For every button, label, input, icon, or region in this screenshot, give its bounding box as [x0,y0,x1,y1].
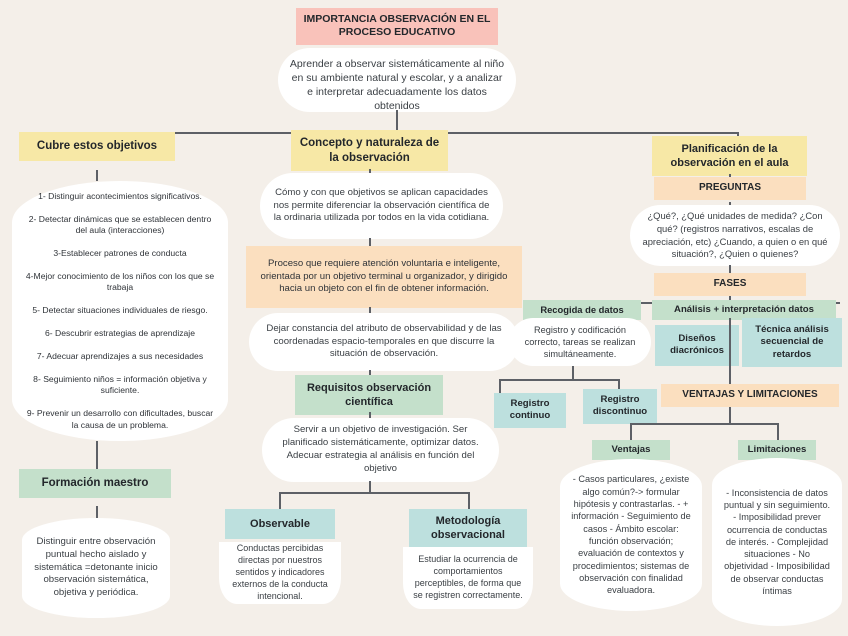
disenos-diacronicos-box: Diseños diacrónicos [655,325,739,366]
list-item: 6- Descubrir estrategias de aprendizaje [45,328,195,339]
ventajas-header: Ventajas [592,440,670,461]
tecnica-analisis-box: Técnica análisis secuencial de retardos [742,318,842,367]
objectives-list: 1- Distinguir acontecimientos significat… [12,181,228,441]
center-branch-header: Concepto y naturaleza de la observación [291,130,448,172]
tecnica-analisis-text: Técnica análisis secuencial de retardos [755,324,829,360]
registro-continuo-box: Registro continuo [494,393,566,428]
formacion-maestro-header-text: Formación maestro [41,477,149,489]
connector-recogida-fork-stem [572,366,574,380]
connector-root-stem [396,110,398,134]
metodologia-body: Estudiar la ocurrencia de comportamiento… [403,547,533,609]
fases-header-text: FASES [713,278,747,289]
connector-formacion-stem [96,506,98,518]
recogida-header: Recogida de datos [523,300,641,321]
connector-center-3 [369,307,371,316]
metodologia-header-text: Metodología observacional [431,515,505,542]
center-branch-header-text: Concepto y naturaleza de la observación [299,137,440,164]
connector-right-3 [729,265,731,274]
requisitos-body-text: Servir a un objetivo de investigación. S… [282,424,479,474]
connector-recogida-fork-bar [499,379,619,381]
connector-right-1 [729,174,731,179]
fases-header: FASES [654,273,806,296]
list-item: 7- Adecuar aprendizajes a sus necesidade… [36,351,204,361]
connector-requisitos-fork-stem [369,481,371,493]
center-blob-2-text: Dejar constancia del atributo de observa… [266,322,502,360]
preguntas-body-text: ¿Qué?, ¿Qué unidades de medida? ¿Con qué… [642,210,828,260]
ventajas-body: - Casos particulares, ¿existe algo común… [560,459,702,611]
observable-body-text: Conductas percibidas directas por nuestr… [232,543,328,601]
list-item: 4-Mejor conocimiento de los niños con lo… [25,271,215,293]
list-item: 8- Seguimiento niños = información objet… [33,373,207,396]
analisis-header: Análisis + interpretación datos [652,300,836,321]
connector-fork-metodologia [468,492,470,509]
connector-requisitos-fork-bar [279,492,469,494]
connector-center-4 [369,370,371,379]
formacion-maestro-header: Formación maestro [19,469,171,498]
center-blob-1: Cómo y con que objetivos se aplican capa… [260,173,503,239]
left-branch-header-text: Cubre estos objetivos [36,140,158,152]
disenos-diacronicos-text: Diseños diacrónicos [670,333,724,357]
connector-fork-observable [279,492,281,509]
requisitos-header: Requisitos observación científica [295,375,443,416]
connector-objectives-to-formacion [96,441,98,469]
limitaciones-body: - Inconsistencia de datos puntual y sin … [712,458,842,626]
connector-vl-stem [729,407,731,424]
formacion-maestro-body: Distinguir entre observación puntual hec… [22,518,170,618]
center-blob-1-text: Cómo y con que objetivos se aplican capa… [273,186,490,224]
connector-analisis-down [729,318,731,384]
limitaciones-header: Limitaciones [738,440,816,461]
connector-center-2 [369,238,371,248]
limitaciones-header-text: Limitaciones [747,444,807,455]
ventajas-body-text: - Casos particulares, ¿existe algo común… [571,474,691,596]
registro-discontinuo-text: Registro discontinuo [592,394,648,418]
ventajas-limitaciones-header: VENTAJAS Y LIMITACIONES [661,384,839,407]
connector-registro-continuo [499,379,501,393]
observable-body: Conductas percibidas directas por nuestr… [219,542,341,604]
observable-header: Observable [225,509,335,540]
root-body-text: Aprender a observar sistemáticamente al … [289,58,505,113]
recogida-body-text: Registro y codificación correcto, tareas… [524,324,636,360]
formacion-maestro-body-text: Distinguir entre observación puntual hec… [34,535,158,599]
connector-vl-ventajas [630,423,632,440]
limitaciones-body-text: - Inconsistencia de datos puntual y sin … [723,487,831,597]
metodologia-body-text: Estudiar la ocurrencia de comportamiento… [413,554,523,600]
ventajas-header-text: Ventajas [611,444,651,455]
right-branch-header: Planificación de la observación en el au… [652,136,807,177]
preguntas-body: ¿Qué?, ¿Qué unidades de medida? ¿Con qué… [630,205,840,266]
connector-fases-stem [729,296,731,303]
requisitos-body: Servir a un objetivo de investigación. S… [262,418,499,482]
recogida-body: Registro y codificación correcto, tareas… [509,318,651,366]
connector-requisitos-stem [369,412,371,421]
observable-header-text: Observable [250,518,310,530]
connector-left-to-objectives [96,170,98,181]
right-branch-header-text: Planificación de la observación en el au… [670,143,789,170]
recogida-header-text: Recogida de datos [540,304,624,315]
requisitos-header-text: Requisitos observación científica [306,382,432,409]
list-item: 2- Detectar dinámicas que se establecen … [28,213,212,236]
preguntas-header-text: PREGUNTAS [698,182,762,193]
connector-vl-bar [630,423,778,425]
registro-continuo-text: Registro continuo [509,398,551,422]
root-header-text: IMPORTANCIA OBSERVACIÓN EN EL PROCESO ED… [303,13,491,39]
registro-discontinuo-box: Registro discontinuo [583,389,657,424]
list-item: 3-Establecer patrones de conducta [53,248,187,259]
metodologia-header: Metodología observacional [409,509,527,548]
preguntas-header: PREGUNTAS [654,177,806,200]
root-body: Aprender a observar sistemáticamente al … [278,48,516,112]
center-highlight-text: Proceso que requiere atención voluntaria… [260,257,508,295]
root-header: IMPORTANCIA OBSERVACIÓN EN EL PROCESO ED… [296,8,498,45]
connector-vl-limitaciones [777,423,779,440]
connector-registro-discontinuo [618,379,620,393]
list-item: 9- Prevenir un desarrollo con dificultad… [26,408,214,430]
center-blob-2: Dejar constancia del atributo de observa… [249,313,519,371]
list-item: 1- Distinguir acontecimientos significat… [38,191,202,201]
left-branch-header: Cubre estos objetivos [19,132,175,161]
center-highlight: Proceso que requiere atención voluntaria… [246,246,522,308]
analisis-header-text: Análisis + interpretación datos [674,304,814,315]
ventajas-limitaciones-header-text: VENTAJAS Y LIMITACIONES [682,389,818,400]
list-item: 5- Detectar situaciones individuales de … [32,305,208,316]
